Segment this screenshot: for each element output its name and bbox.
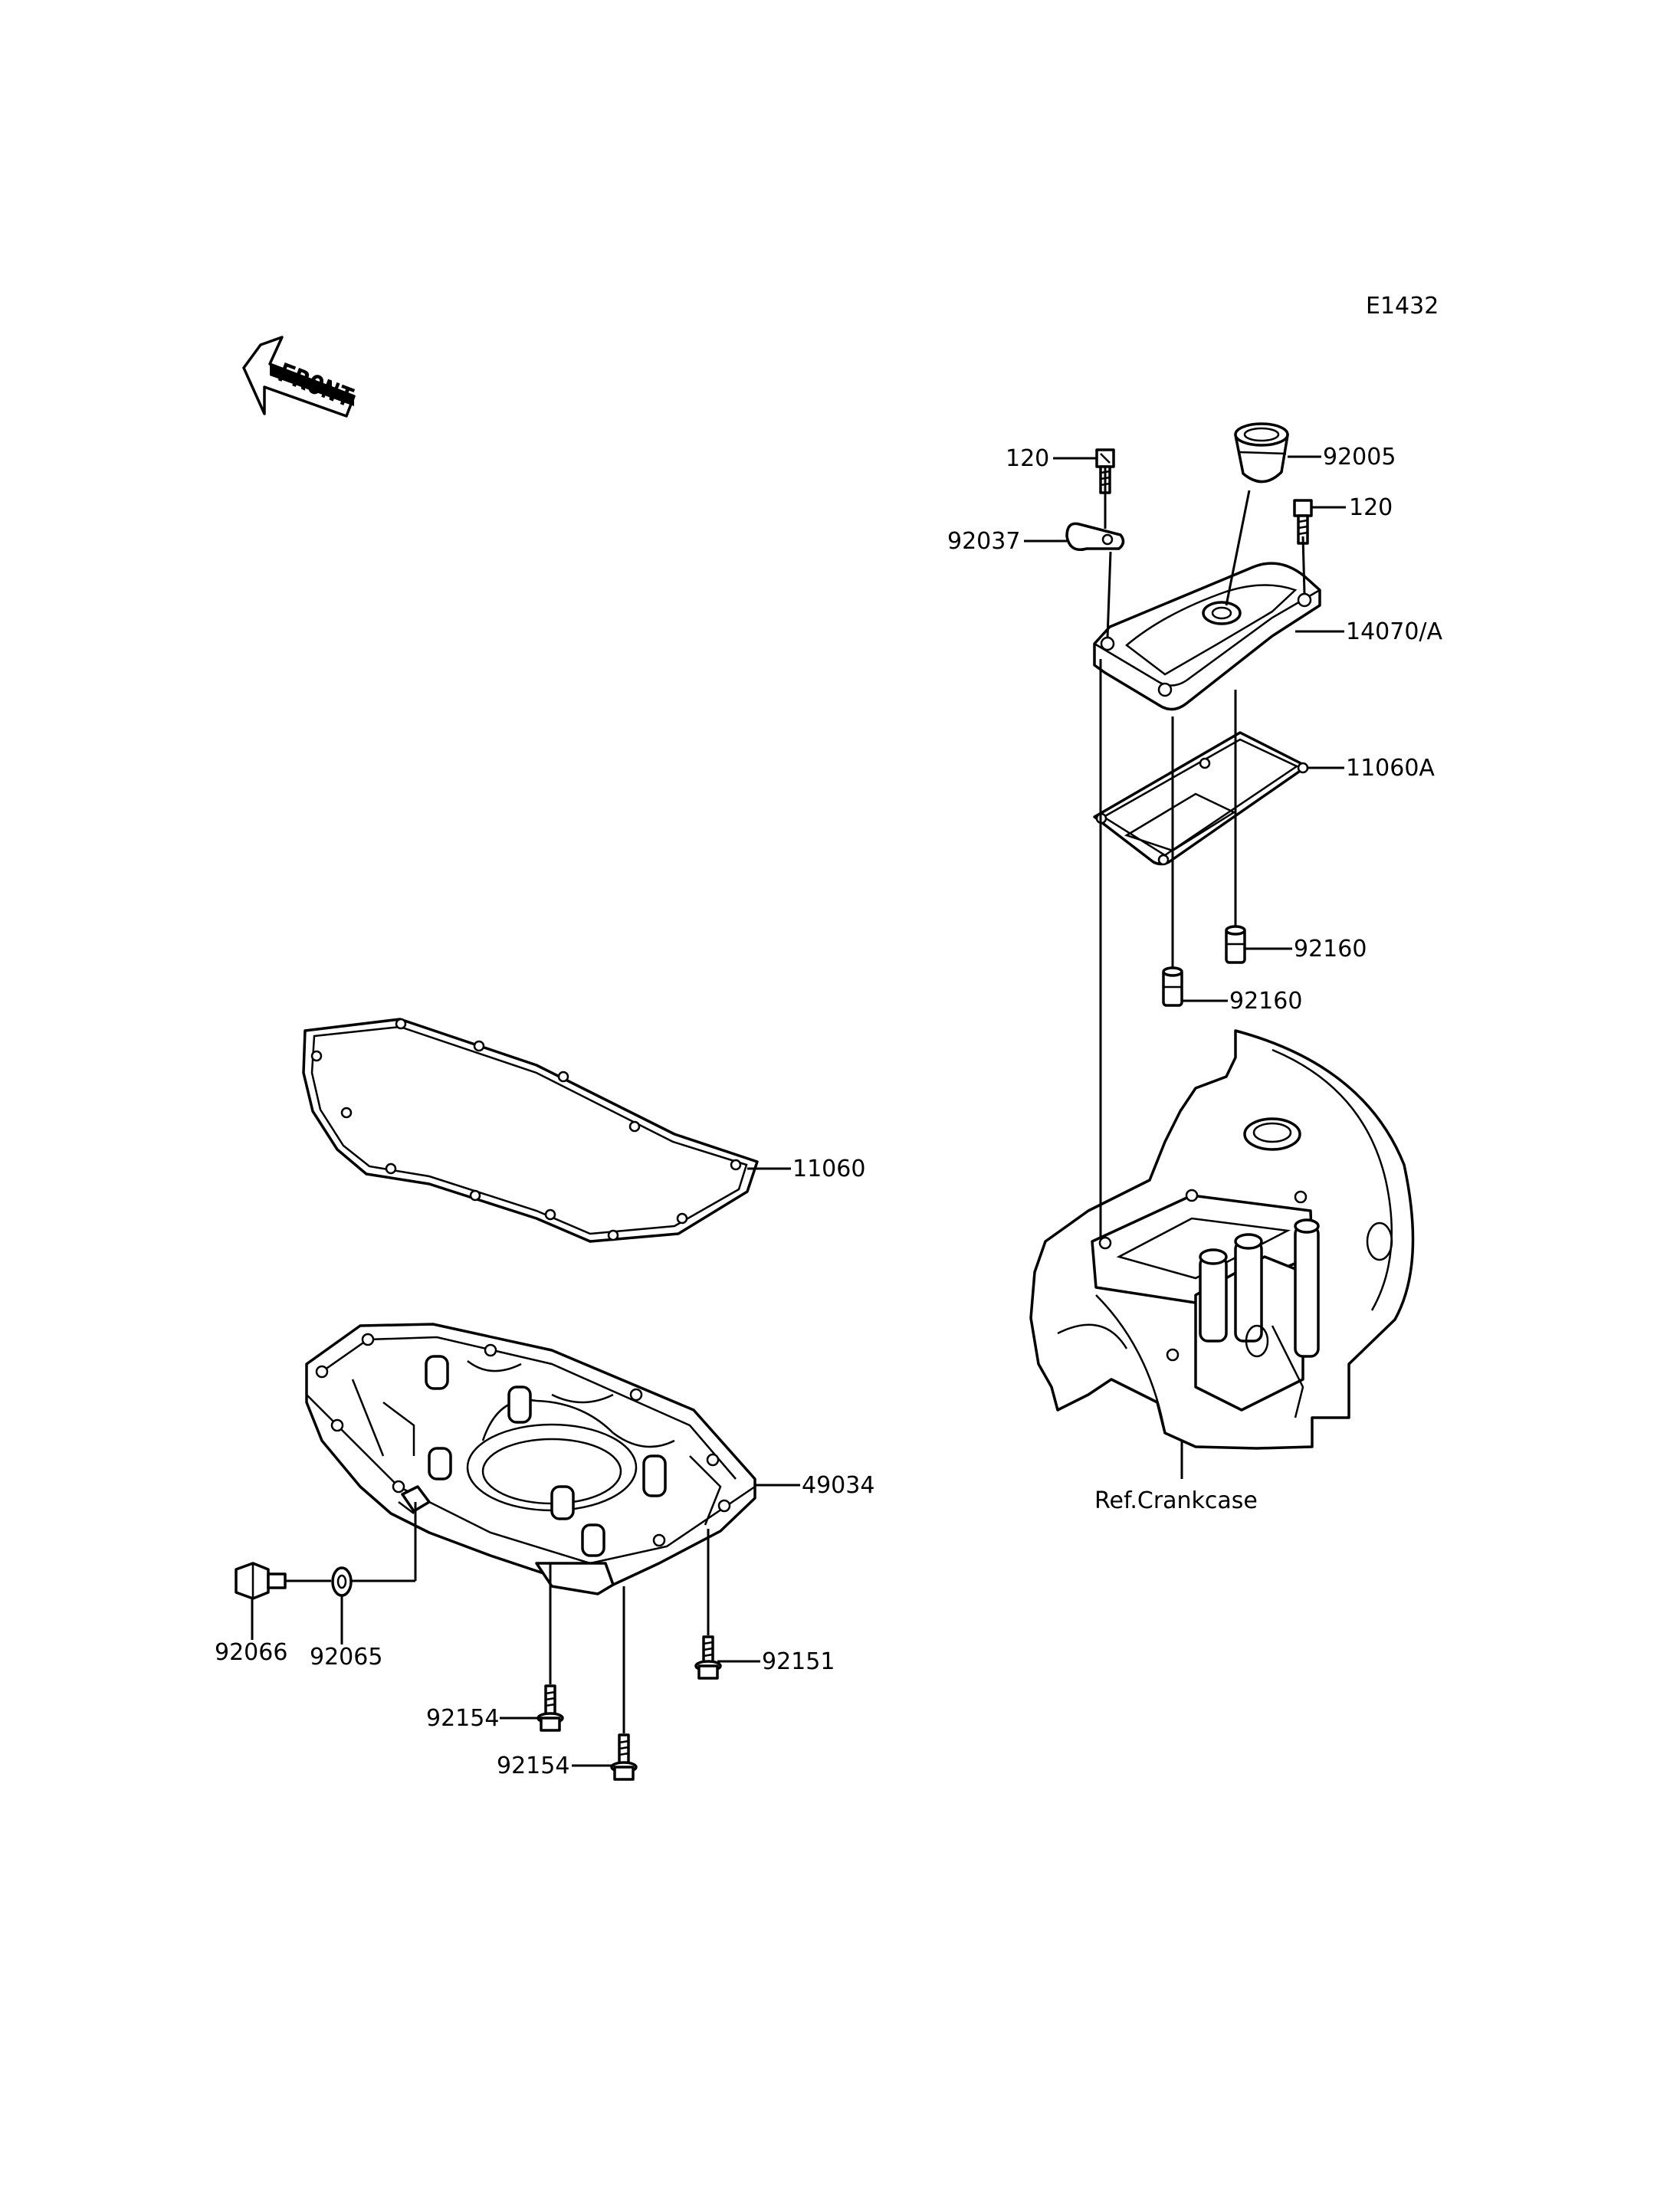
part-label-92160-b: 92160 xyxy=(1229,988,1303,1015)
crankcase-reference-icon xyxy=(1029,1029,1415,1450)
part-label-92066: 92066 xyxy=(215,1639,288,1666)
bolt-92154-a-icon xyxy=(536,1684,564,1732)
dowel-92160-b-icon xyxy=(1162,966,1183,1007)
part-label-92160-a: 92160 xyxy=(1294,936,1367,962)
part-label-120-b: 120 xyxy=(1349,494,1393,521)
gasket-11060-icon xyxy=(302,1018,759,1243)
part-label-11060A: 11060A xyxy=(1346,755,1435,782)
part-label-14070A: 14070/A xyxy=(1346,618,1443,645)
part-label-11060: 11060 xyxy=(792,1156,866,1182)
oil-pan-49034-icon xyxy=(305,1323,756,1595)
part-label-92065: 92065 xyxy=(310,1644,383,1671)
bolt-92154-b-icon xyxy=(610,1733,638,1781)
part-label-49034: 49034 xyxy=(802,1472,875,1499)
washer-92065-icon xyxy=(331,1566,353,1597)
front-arrow-icon: FRONT xyxy=(242,336,358,418)
part-label-120-a: 120 xyxy=(1006,445,1050,472)
part-label-92005: 92005 xyxy=(1323,444,1396,471)
fitting-92005-icon xyxy=(1234,422,1289,484)
dowel-92160-a-icon xyxy=(1225,925,1246,964)
clamp-92037-icon xyxy=(1065,522,1125,551)
drain-bolt-92066-icon xyxy=(235,1562,287,1600)
part-label-92037: 92037 xyxy=(947,528,1021,555)
gasket-11060A-icon xyxy=(1093,731,1309,866)
part-label-92154-a: 92154 xyxy=(426,1705,500,1732)
bolt-92151-icon xyxy=(694,1635,722,1680)
reference-label-crankcase: Ref.Crankcase xyxy=(1094,1487,1258,1514)
part-label-92154-b: 92154 xyxy=(497,1753,570,1779)
diagram-code: E1432 xyxy=(1366,293,1439,320)
cover-14070A-icon xyxy=(1093,562,1321,711)
part-label-92151: 92151 xyxy=(762,1648,835,1675)
